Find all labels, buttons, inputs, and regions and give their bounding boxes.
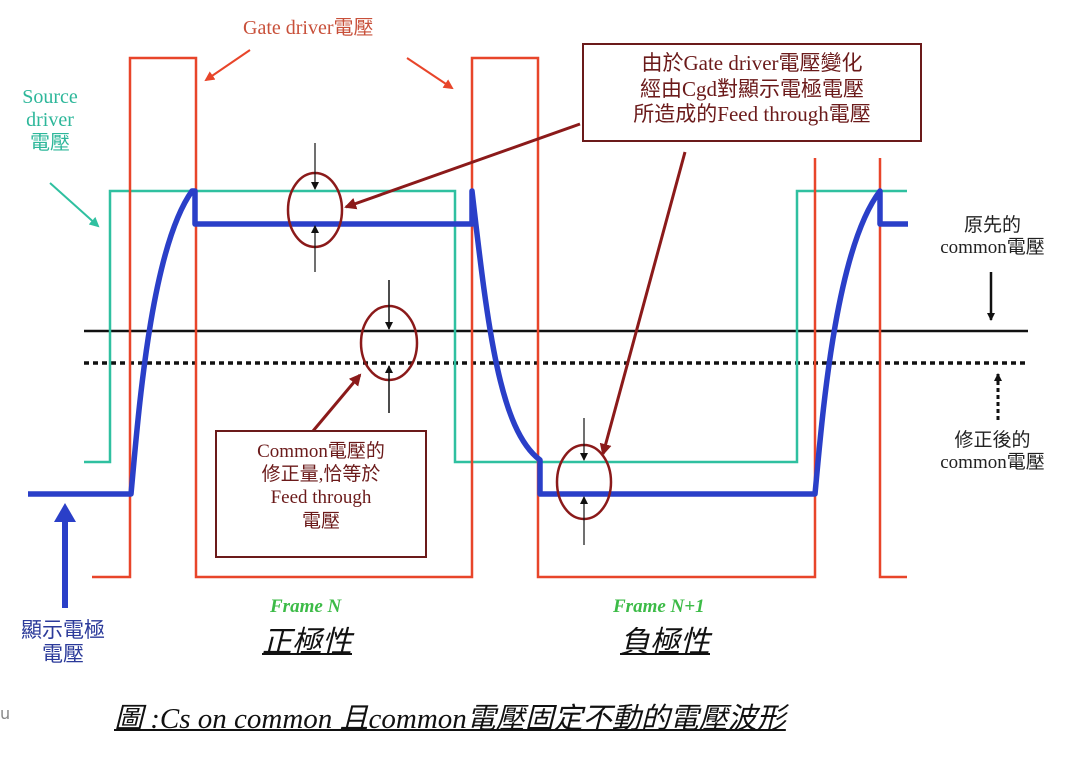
feedthrough-arrow-frame-n [344, 122, 581, 210]
gate-driver-label: Gate driver電壓 [243, 17, 374, 39]
gate-label-arrow-right [406, 57, 454, 90]
feedthrough-box-line3: 所造成的Feed through電壓 [633, 102, 871, 127]
source-driver-label-line3: 電壓 [30, 132, 70, 154]
correction-box-line2: 修正量,恰等於 [261, 464, 381, 486]
frame-n-label: Frame N [270, 596, 342, 617]
gate-driver-waveform-end [878, 158, 907, 579]
display-label-arrowhead-icon [54, 503, 76, 522]
positive-polarity-label: 正極性 [262, 626, 352, 659]
correction-box-line1: Common電壓的 [257, 441, 385, 462]
correction-box-line4: 電壓 [301, 510, 340, 532]
correction-box-arrow [311, 373, 362, 432]
common-correction-box: Common電壓的 修正量,恰等於 Feed through 電壓 [215, 430, 427, 558]
corrected-common-line2: common電壓 [940, 451, 1045, 473]
gate-label-arrow-left [204, 49, 251, 82]
source-label-arrow [49, 182, 100, 228]
correction-box-line3: Feed through [270, 487, 372, 509]
negative-polarity-label: 負極性 [620, 626, 710, 659]
original-common-line1: 原先的 [963, 215, 1021, 236]
display-electrode-waveform [28, 188, 908, 497]
original-common-line2: common電壓 [940, 236, 1045, 258]
feedthrough-box-line1: 由於Gate driver電壓變化 [641, 51, 863, 75]
source-driver-label: Source driver 電壓 [10, 86, 90, 155]
gate-driver-waveform [92, 56, 817, 579]
feedthrough-arrow-frame-n1 [599, 151, 687, 456]
edge-artifact-text: u [0, 704, 11, 723]
source-driver-waveform [84, 189, 907, 464]
source-driver-label-line1: Source [22, 86, 78, 108]
source-driver-label-line2: driver [26, 109, 74, 131]
corrected-common-label: 修正後的 common電壓 [915, 430, 1070, 474]
feedthrough-marker-frame-n1 [555, 418, 613, 545]
original-common-label: 原先的 common電壓 [915, 215, 1070, 259]
feedthrough-explanation-box: 由於Gate driver電壓變化 經由Cgd對顯示電極電壓 所造成的Feed … [582, 43, 922, 142]
display-electrode-line2: 電壓 [42, 642, 84, 667]
feedthrough-box-line2: 經由Cgd對顯示電極電壓 [639, 76, 864, 101]
display-electrode-line1: 顯示電極 [21, 618, 105, 642]
display-electrode-label: 顯示電極 電壓 [8, 618, 118, 666]
figure-caption: 圖 :Cs on common 且common電壓固定不動的電壓波形 [114, 703, 786, 735]
corrected-common-line1: 修正後的 [954, 430, 1031, 451]
frame-n1-label: Frame N+1 [613, 596, 705, 617]
feedthrough-marker-frame-n [286, 143, 344, 272]
common-correction-marker [359, 280, 419, 413]
